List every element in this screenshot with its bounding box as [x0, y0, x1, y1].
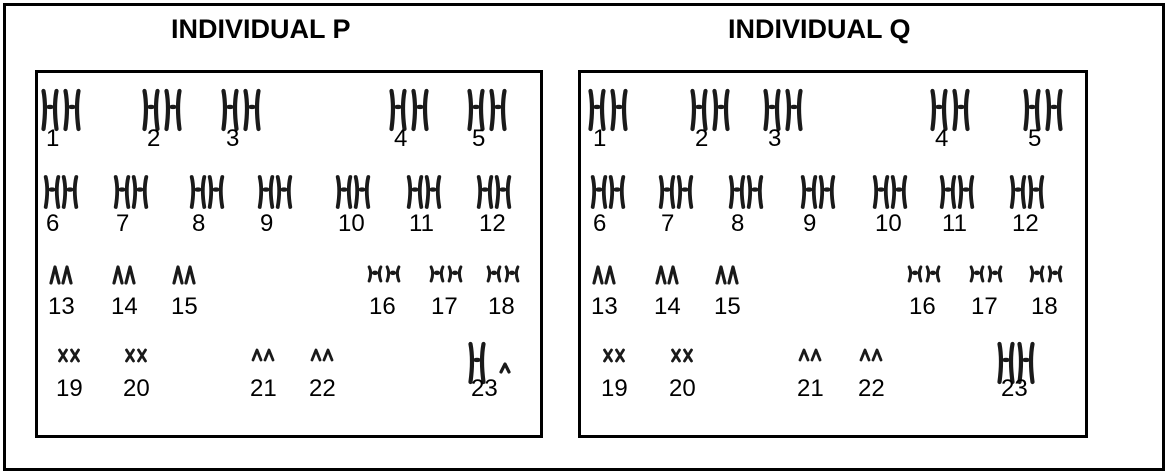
chromosome-pair-21	[800, 350, 820, 360]
chromosome-number-label: 15	[171, 293, 198, 320]
chromosome-number-label: 17	[431, 293, 458, 320]
chromosome-number-label: 1	[46, 125, 59, 152]
chromosome-pair-3	[765, 91, 800, 129]
chromosome-pair-8	[192, 177, 223, 207]
chromosome-pair-8	[731, 177, 762, 207]
chromosome-number-label: 3	[768, 125, 781, 152]
chromosome-number-label: 13	[591, 293, 618, 320]
chromosome-number-label: 14	[654, 293, 681, 320]
chromosome-number-label: 20	[669, 375, 696, 402]
chromosome-number-label: 11	[942, 210, 967, 237]
chromosome-pair-10	[338, 177, 369, 207]
chromosome-number-label: 8	[192, 210, 205, 237]
panel-title-individual-p: INDIVIDUAL P	[171, 14, 351, 45]
chromosome-pair-2	[692, 91, 727, 129]
chromosome-number-label: 2	[695, 125, 708, 152]
chromosome-number-label: 22	[858, 375, 885, 402]
chromosome-number-label: 18	[1031, 293, 1058, 320]
chromosome-pair-15	[174, 267, 194, 283]
chromosome-number-label: 2	[147, 125, 160, 152]
chromosome-pair-16	[909, 267, 939, 281]
chromosome-number-label: 9	[803, 210, 816, 237]
chromosome-pair-10	[875, 177, 906, 207]
chromosome-number-label: 5	[472, 125, 485, 152]
chromosome-number-label: 18	[488, 293, 515, 320]
chromosome-number-label: 21	[797, 375, 824, 402]
chromosome-pair-11	[942, 177, 973, 207]
chromosome-pair-17	[431, 267, 461, 281]
chromosome-pair-4	[391, 91, 426, 129]
chromosome-number-label: 14	[111, 293, 138, 320]
chromosome-number-label: 11	[409, 210, 434, 237]
chromosome-pair-9	[260, 177, 291, 207]
chromosome-pair-20	[673, 350, 692, 361]
chromosome-pair-12	[479, 177, 510, 207]
chromosome-pair-4	[932, 91, 967, 129]
chromosome-number-label: 16	[369, 293, 396, 320]
chromosome-pair-7	[116, 177, 147, 207]
chromosome-number-label: 5	[1028, 125, 1041, 152]
chromosome-pair-14	[114, 267, 134, 283]
chromosome-number-label: 19	[56, 375, 83, 402]
panel-title-individual-q: INDIVIDUAL Q	[728, 14, 911, 45]
chromosome-pair-19	[605, 350, 624, 361]
chromosome-pair-18	[1031, 267, 1061, 281]
chromosome-pair-12	[1012, 177, 1043, 207]
chromosome-number-label: 13	[48, 293, 75, 320]
chromosome-number-label: 9	[260, 210, 273, 237]
chromosome-pair-19	[60, 350, 79, 361]
chromosome-pair-20	[127, 350, 146, 361]
chromosome-pair-1	[590, 91, 625, 129]
chromosome-number-label: 19	[601, 375, 628, 402]
chromosome-pair-13	[51, 267, 71, 283]
chromosome-number-label: 12	[1012, 210, 1039, 237]
chromosome-number-label: 17	[971, 293, 998, 320]
chromosome-number-label: 7	[661, 210, 674, 237]
chromosome-pair-18	[488, 267, 518, 281]
chromosome-number-label: 23	[471, 375, 498, 402]
chromosome-pair-13	[594, 267, 614, 283]
chromosome-number-label: 4	[394, 125, 407, 152]
chromosome-number-label: 6	[593, 210, 606, 237]
chromosome-pair-11	[409, 177, 440, 207]
chromosome-number-label: 15	[714, 293, 741, 320]
chromosome-number-label: 7	[116, 210, 129, 237]
chromosome-number-label: 1	[593, 125, 606, 152]
chromosome-pair-22	[861, 350, 881, 360]
chromosome-pair-21	[253, 350, 273, 360]
chromosome-pair-6	[46, 177, 77, 207]
chromosome-pair-1	[43, 91, 78, 129]
chromosome-number-label: 3	[226, 125, 239, 152]
chromosome-pair-3	[223, 91, 258, 129]
chromosome-number-label: 21	[250, 375, 277, 402]
chromosome-number-label: 16	[909, 293, 936, 320]
chromosome-pair-22	[312, 350, 332, 360]
chromosome-pair-5	[1025, 91, 1060, 129]
chromosome-number-label: 6	[46, 210, 59, 237]
chromosome-pair-9	[803, 177, 834, 207]
chromosome-number-label: 23	[1001, 375, 1028, 402]
chromosome-pair-6	[593, 177, 624, 207]
chromosome-pair-15	[717, 267, 737, 283]
chromosome-number-label: 12	[479, 210, 506, 237]
chromosome-pair-17	[971, 267, 1001, 281]
chromosome-pair-5	[469, 91, 504, 129]
chromosome-number-label: 10	[875, 210, 902, 237]
chromosome-number-label: 8	[731, 210, 744, 237]
chromosome-pair-16	[369, 267, 399, 281]
chromosome-pair-7	[661, 177, 692, 207]
chromosome-number-label: 22	[309, 375, 336, 402]
chromosome-pair-2	[144, 91, 179, 129]
chromosome-pair-14	[657, 267, 677, 283]
chromosome-number-label: 4	[935, 125, 948, 152]
chromosome-number-label: 20	[123, 375, 150, 402]
chromosome-number-label: 10	[338, 210, 365, 237]
